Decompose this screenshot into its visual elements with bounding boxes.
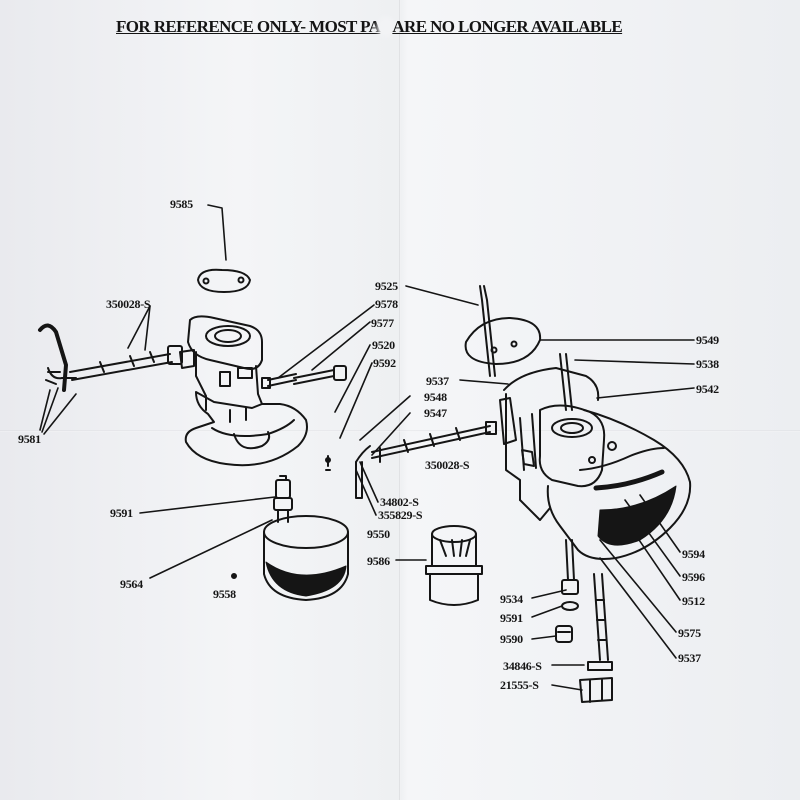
leader-9581-a [39, 389, 51, 431]
leader-350028-left-b [144, 305, 151, 351]
label-9586: 9586 [367, 554, 390, 568]
gasket-9549-drawing [464, 317, 542, 365]
label-9549: 9549 [696, 333, 719, 347]
leader-9578 [277, 304, 375, 379]
leader-9534 [531, 589, 567, 599]
label-350028-s-center: 350028-S [425, 458, 470, 472]
leader-9538 [574, 359, 695, 365]
label-9534: 9534 [500, 592, 523, 606]
leader-9520 [334, 344, 371, 413]
label-9596: 9596 [682, 570, 705, 584]
leader-9591-right [531, 605, 563, 618]
ball-9558-drawing [231, 573, 237, 579]
leader-9548 [359, 395, 411, 441]
label-355829-s: 355829-S [378, 508, 423, 522]
label-9542: 9542 [696, 382, 719, 396]
leader-9577 [311, 321, 371, 371]
label-9538: 9538 [696, 357, 719, 371]
leader-9542 [596, 387, 695, 399]
throttle-linkage-drawing [38, 323, 183, 392]
label-9548: 9548 [424, 390, 447, 404]
needle-valve-9591-drawing [273, 475, 293, 523]
washer-34846-drawing [587, 661, 613, 671]
title-part-1: FOR REFERENCE ONLY- MOST PA [116, 17, 381, 36]
nut-21555-drawing [579, 677, 613, 703]
label-9591-right: 9591 [500, 611, 523, 625]
leader-9547 [371, 412, 411, 456]
leader-9564 [149, 519, 273, 579]
label-34802-s: 34802-S [380, 495, 419, 509]
leader-9581-c [43, 393, 77, 435]
label-9537-bottom: 9537 [678, 651, 701, 665]
label-9594: 9594 [682, 547, 705, 561]
leader-9537-top [459, 379, 509, 385]
leader-lines [39, 204, 695, 691]
title-part-2: ARE NO LONGER AVAILABLE [392, 17, 623, 36]
label-9591-left: 9591 [110, 506, 133, 520]
leader-350028-left [127, 305, 151, 349]
label-9575: 9575 [678, 626, 701, 640]
label-9581: 9581 [18, 432, 41, 446]
label-9590: 9590 [500, 632, 523, 646]
leader-9575 [599, 539, 677, 633]
long-jet-9575-drawing [593, 573, 609, 661]
label-34846-s: 34846-S [503, 659, 542, 673]
label-9537-top: 9537 [426, 374, 449, 388]
carburetor-cover-drawing [179, 315, 308, 467]
label-9577: 9577 [371, 316, 394, 330]
leader-9592 [339, 362, 373, 439]
torn-gap [380, 20, 393, 34]
float-9564-drawing [263, 515, 349, 601]
small-parts-9520-9592 [325, 455, 331, 471]
label-9512: 9512 [682, 594, 705, 608]
leader-9525 [405, 285, 479, 306]
leader-9537-bottom [599, 557, 677, 659]
label-9550: 9550 [367, 527, 390, 541]
leader-9590 [531, 635, 557, 640]
leader-9591-left [139, 496, 276, 514]
gasket-9585-drawing [197, 268, 251, 293]
plug-9590-drawing [555, 625, 573, 643]
label-350028-s-left: 350028-S [106, 297, 151, 311]
label-9578: 9578 [375, 297, 398, 311]
page-title: FOR REFERENCE ONLY- MOST PA ARE NO LONGER… [116, 17, 623, 37]
spring-clip-9548-drawing [355, 445, 371, 499]
screw-9577-drawing [293, 365, 347, 385]
label-21555-s: 21555-S [500, 678, 539, 692]
paper-fold-vertical [399, 0, 401, 800]
label-9525: 9525 [375, 279, 398, 293]
venturi-9586-drawing [425, 525, 483, 606]
jet-9534-drawing [561, 539, 579, 595]
leader-21555 [551, 684, 583, 691]
screw-9578-drawing [261, 373, 297, 389]
paper-fold-horizontal [0, 430, 800, 432]
leader-355829 [355, 469, 377, 516]
leader-9585 [207, 204, 227, 261]
label-9520: 9520 [372, 338, 395, 352]
label-9592: 9592 [373, 356, 396, 370]
label-9585: 9585 [170, 197, 193, 211]
float-pin-9547-drawing [371, 421, 497, 463]
label-9564: 9564 [120, 577, 143, 591]
leader-9581-b [41, 387, 59, 433]
label-9547: 9547 [424, 406, 447, 420]
washer-9591-drawing [561, 601, 579, 611]
carburetor-body-drawing [499, 353, 692, 560]
label-9558: 9558 [213, 587, 236, 601]
